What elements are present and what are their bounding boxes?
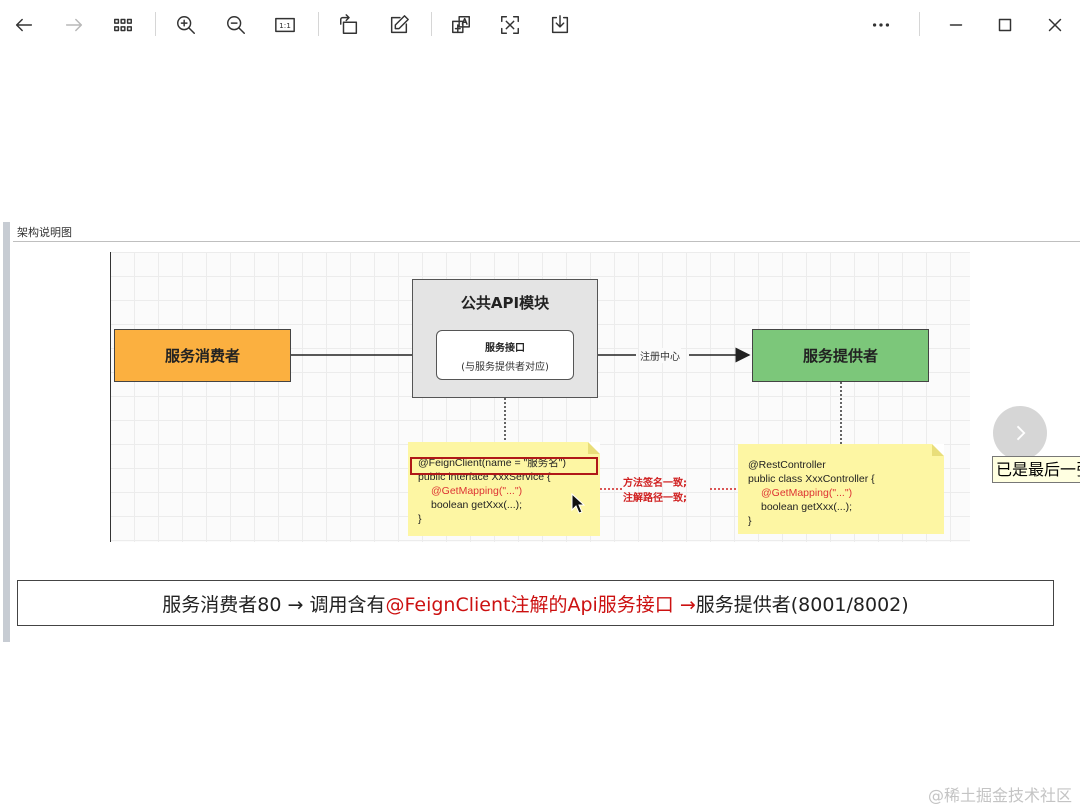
consistency-note: 方法签名一致; 注解路径一致; (623, 476, 687, 506)
next-image-button[interactable] (993, 406, 1047, 460)
mouse-cursor-icon (571, 493, 585, 514)
annotation-path-note: 注解路径一致; (623, 493, 687, 504)
download-icon (551, 15, 569, 34)
toolbar-divider (919, 12, 920, 36)
rest-controller-note: @RestController public class XxxControll… (738, 444, 944, 534)
thumbnails-button[interactable] (106, 8, 140, 42)
zoom-in-icon (177, 16, 195, 34)
close-icon (1048, 18, 1062, 32)
download-button[interactable] (543, 8, 577, 42)
image-frame: 架构说明图 (0, 218, 1080, 644)
service-consumer-box: 服务消费者 (114, 329, 291, 382)
feign-annotation-highlight (410, 457, 598, 475)
zoom-out-button[interactable] (219, 8, 253, 42)
actual-size-button[interactable]: 1:1 (268, 8, 302, 42)
watermark: @稀土掘金技术社区 (927, 786, 1072, 805)
service-interface-box: 服务接口 (与服务提供者对应) (436, 330, 574, 380)
code-line: @RestController (748, 459, 826, 471)
interface-title: 服务接口 (485, 343, 525, 354)
close-button[interactable] (1038, 8, 1072, 42)
arrow-left-icon (15, 18, 33, 32)
code-line: } (748, 515, 752, 527)
code-line: public class XxxController { (748, 473, 875, 485)
minimize-button[interactable] (939, 8, 973, 42)
translate-icon (452, 16, 470, 34)
minimize-icon (949, 24, 963, 26)
toolbar-divider (431, 12, 432, 36)
more-icon (872, 23, 890, 27)
code-line: @GetMapping("...") (761, 487, 853, 499)
translate-button[interactable] (444, 8, 478, 42)
forward-button[interactable] (57, 8, 91, 42)
actual-size-icon: 1:1 (275, 17, 295, 33)
viewer-toolbar: 1:1 (0, 0, 1080, 50)
rotate-icon (340, 14, 358, 34)
ocr-button[interactable] (493, 8, 527, 42)
flow-caption: 服务消费者80 → 调用含有 @FeignClient注解的Api服务接口 → … (17, 580, 1054, 626)
edit-button[interactable] (382, 8, 416, 42)
interface-subtitle: (与服务提供者对应) (461, 362, 549, 373)
toolbar-divider (318, 12, 319, 36)
caption-part: 服务提供者(8001/8002) (695, 593, 909, 616)
code-line: boolean getXxx(...); (431, 499, 523, 511)
caption-part: 服务消费者80 → 调用含有 (162, 593, 386, 616)
arrow-right-icon (65, 18, 83, 32)
method-signature-note: 方法签名一致; (623, 478, 687, 489)
ocr-icon (501, 16, 519, 34)
toolbar-divider (155, 12, 156, 36)
document-margin-bar (3, 222, 10, 642)
edit-icon (390, 15, 409, 34)
back-button[interactable] (7, 8, 41, 42)
diagram-edge-line (110, 252, 111, 542)
chevron-right-icon (1016, 425, 1026, 441)
caption-highlight: @FeignClient注解的Api服务接口 → (385, 593, 696, 616)
zoom-out-icon (227, 16, 245, 34)
code-line: } (418, 513, 422, 525)
grid-icon (114, 18, 132, 32)
more-button[interactable] (864, 8, 898, 42)
maximize-icon (998, 18, 1012, 32)
document-label: 架构说明图 (17, 226, 72, 239)
registry-label: 注册中心 (639, 348, 681, 363)
code-line: @GetMapping("...") (431, 485, 523, 497)
zoom-in-button[interactable] (169, 8, 203, 42)
service-provider-box: 服务提供者 (752, 329, 929, 382)
module-title: 公共API模块 (460, 294, 550, 312)
last-image-tooltip: 已是最后一张 (992, 456, 1080, 483)
document-divider (13, 241, 1080, 242)
actual-size-label: 1:1 (279, 21, 291, 30)
code-line: boolean getXxx(...); (761, 501, 853, 513)
maximize-button[interactable] (988, 8, 1022, 42)
code-line: @FeignClient(name = "服务名") (418, 457, 566, 469)
rotate-button[interactable] (332, 8, 366, 42)
